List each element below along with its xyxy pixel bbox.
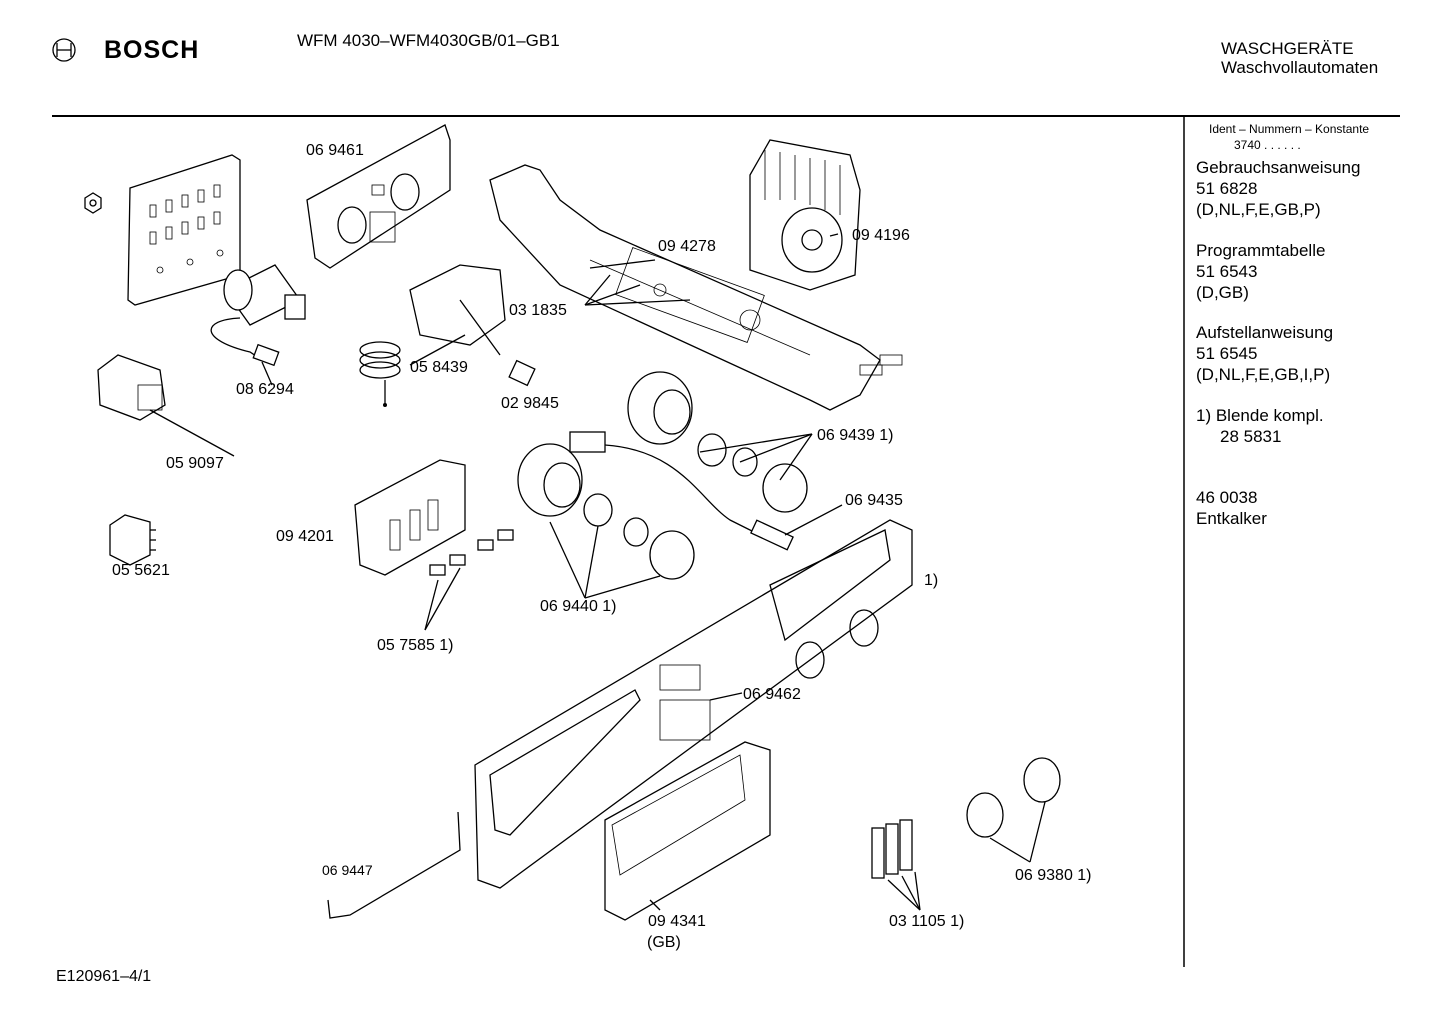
part-label-031835: 03 1835 <box>509 302 567 319</box>
switch-module-part <box>359 264 506 407</box>
brand-logo: BOSCH <box>104 36 200 64</box>
drawing-id: E120961–4/1 <box>56 968 152 985</box>
part-label-069380: 06 9380 1) <box>1015 867 1092 884</box>
plug-part <box>508 359 536 387</box>
part-label-059097: 05 9097 <box>166 455 224 472</box>
footnote-label: 1) Blende kompl. <box>1196 406 1324 425</box>
doc-number: 51 6545 <box>1196 344 1258 363</box>
push-buttons-part <box>871 819 913 879</box>
relay-part <box>109 514 156 566</box>
doc-title: Aufstellanweisung <box>1196 323 1334 342</box>
electronic-module-part <box>354 459 466 576</box>
bosch-logo-icon <box>52 38 76 62</box>
descaler-number: 46 0038 <box>1196 488 1258 507</box>
category-subtitle: Waschvollautomaten <box>1221 58 1379 77</box>
pcb-bracket-part <box>489 164 903 411</box>
part-label-094341-variant: (GB) <box>647 934 681 951</box>
transformer-part <box>97 354 166 421</box>
doc-title: Programmtabelle <box>1196 241 1326 260</box>
model-title: WFM 4030–WFM4030GB/01–GB1 <box>297 31 560 50</box>
part-label-086294: 08 6294 <box>236 381 294 398</box>
capacitor-part <box>210 264 306 367</box>
fascia-panel-part <box>474 519 913 889</box>
part-label-069461: 06 9461 <box>306 142 364 159</box>
flap-part <box>604 741 771 921</box>
programme-switch-part <box>749 139 861 291</box>
part-label-057585: 05 7585 1) <box>377 637 454 654</box>
part-label-069447: 06 9447 <box>322 862 373 878</box>
hinge-rod-part <box>327 811 461 919</box>
ident-heading: Ident – Nummern – Konstante <box>1209 122 1370 136</box>
part-label-094341: 09 4341 <box>648 913 706 930</box>
doc-number: 51 6543 <box>1196 262 1258 281</box>
category-title: WASCHGERÄTE <box>1221 39 1354 58</box>
doc-languages: (D,GB) <box>1196 283 1249 302</box>
knob-cap-upper-part <box>627 371 808 513</box>
descaler-label: Entkalker <box>1196 509 1267 528</box>
footnote-number: 28 5831 <box>1220 427 1282 446</box>
doc-languages: (D,NL,F,E,GB,I,P) <box>1196 365 1331 384</box>
part-label-058439: 05 8439 <box>410 359 468 376</box>
doc-number: 51 6828 <box>1196 179 1258 198</box>
panel-insert-part <box>306 124 451 269</box>
part-label-094196: 09 4196 <box>852 227 910 244</box>
nut-part <box>84 192 102 214</box>
part-label-055621: 05 5621 <box>112 562 170 579</box>
leader-lines <box>149 233 1046 911</box>
knob-cap-lower-part <box>517 443 695 580</box>
part-label-069462: 06 9462 <box>743 686 801 703</box>
doc-title: Gebrauchsanweisung <box>1196 158 1361 177</box>
part-label-031105: 03 1105 1) <box>889 913 965 930</box>
contact-clips-part <box>429 529 514 576</box>
part-label-069435: 06 9435 <box>845 492 903 509</box>
part-label-094278: 09 4278 <box>658 238 716 255</box>
part-label-094201: 09 4201 <box>276 528 334 545</box>
ident-value: 3740 . . . . . . <box>1234 138 1301 152</box>
part-label-fascia: 1) <box>924 572 939 589</box>
part-label-029845: 02 9845 <box>501 395 559 412</box>
doc-languages: (D,NL,F,E,GB,P) <box>1196 200 1321 219</box>
part-label-069439: 06 9439 1) <box>817 427 894 444</box>
bracket-plate-part <box>127 154 241 306</box>
control-knobs-part <box>966 757 1061 838</box>
part-label-069440: 06 9440 1) <box>540 598 617 615</box>
indicator-cable-part <box>569 431 794 551</box>
